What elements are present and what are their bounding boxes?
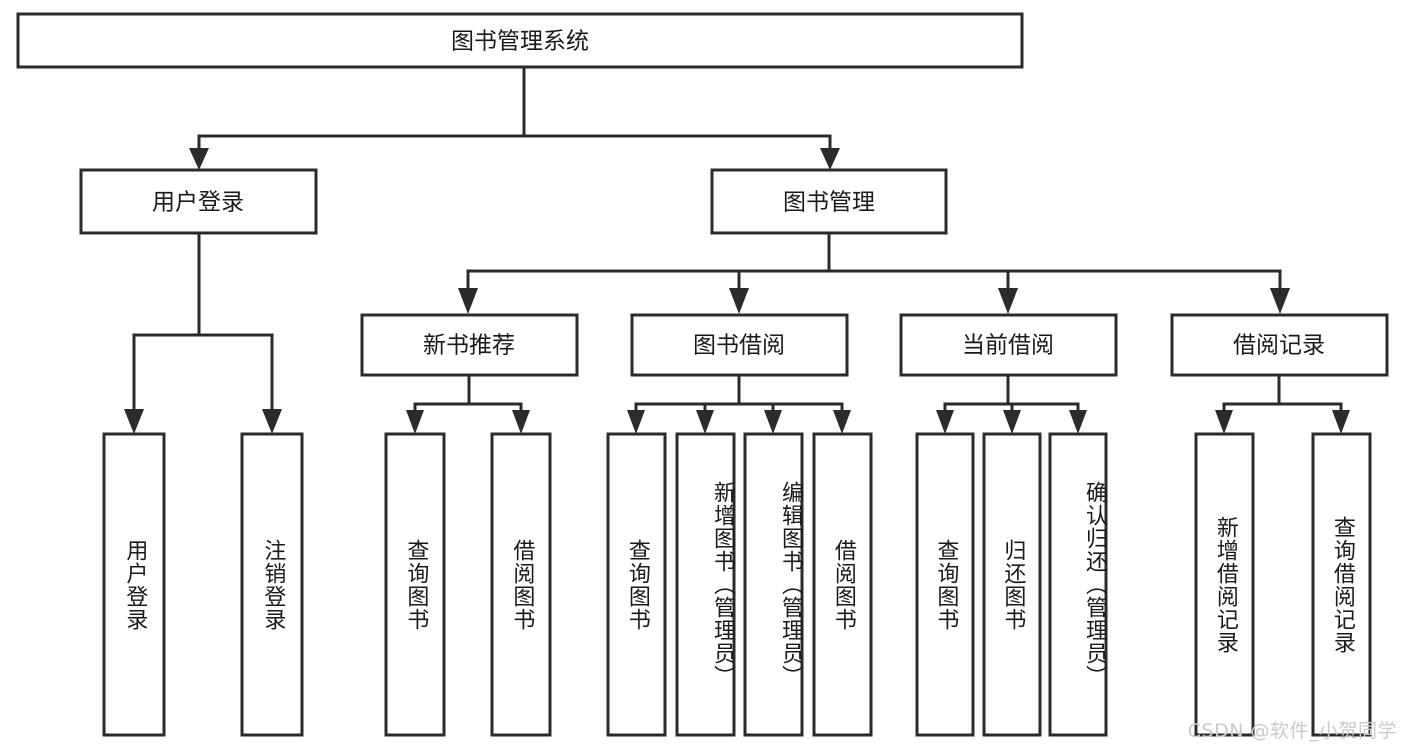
leaf-box-recommend-borrow-book[interactable] bbox=[490, 432, 552, 737]
arrow-head-icon bbox=[458, 288, 478, 314]
node-user-login-label: 用户登录 bbox=[152, 190, 244, 216]
node-book-management[interactable]: 图书管理 bbox=[710, 168, 948, 235]
leaf-box-current-query-book[interactable] bbox=[915, 432, 975, 737]
arrow-head-icon bbox=[124, 409, 144, 434]
arrow-head-icon bbox=[820, 148, 840, 170]
node-book-borrow-box bbox=[630, 313, 849, 377]
leaf-box-borrow-query-book[interactable] bbox=[606, 432, 667, 737]
node-book-borrow[interactable]: 图书借阅 bbox=[630, 313, 849, 377]
arrow-head-icon bbox=[764, 410, 782, 434]
leaf-box-current-return-book[interactable] bbox=[982, 432, 1042, 737]
arrow-head-icon bbox=[1215, 410, 1233, 434]
leaf-box-record-add[interactable] bbox=[1194, 432, 1255, 737]
node-book-management-box bbox=[710, 168, 948, 235]
node-user-login[interactable]: 用户登录 bbox=[79, 168, 318, 235]
leaf-box-current-confirm-return[interactable] bbox=[1048, 432, 1108, 737]
node-current-borrow-box bbox=[899, 313, 1118, 377]
node-borrow-record-box bbox=[1170, 313, 1389, 377]
leaf-box-borrow-add-book[interactable] bbox=[675, 432, 736, 737]
leaf-box-recommend-query-book[interactable] bbox=[384, 432, 446, 737]
node-current-borrow-label: 当前借阅 bbox=[962, 333, 1054, 359]
leaf-box-logout[interactable] bbox=[240, 432, 304, 737]
node-current-borrow[interactable]: 当前借阅 bbox=[899, 313, 1118, 377]
arrow-head-icon bbox=[189, 148, 209, 170]
leaf-box-record-query[interactable] bbox=[1311, 432, 1372, 737]
arrow-head-icon bbox=[936, 410, 954, 434]
arrow-head-icon bbox=[1332, 410, 1350, 434]
arrow-head-icon bbox=[262, 409, 282, 434]
node-new-book-recommend-label: 新书推荐 bbox=[423, 333, 515, 359]
node-book-management-label: 图书管理 bbox=[783, 190, 875, 216]
node-borrow-record[interactable]: 借阅记录 bbox=[1170, 313, 1389, 377]
arrow-head-icon bbox=[833, 410, 851, 434]
arrow-head-icon bbox=[729, 288, 749, 314]
leaf-box-borrow-edit-book[interactable] bbox=[743, 432, 804, 737]
node-new-book-recommend-box bbox=[360, 313, 579, 377]
node-borrow-record-label: 借阅记录 bbox=[1233, 333, 1325, 359]
leaf-box-user-login[interactable] bbox=[102, 432, 166, 737]
arrow-head-icon bbox=[998, 288, 1018, 314]
node-book-borrow-label: 图书借阅 bbox=[693, 333, 785, 359]
node-root[interactable]: 图书管理系统 bbox=[16, 12, 1024, 69]
leaf-box-borrow-borrow-book[interactable] bbox=[812, 432, 873, 737]
arrow-head-icon bbox=[406, 410, 424, 434]
watermark: CSDN @软件_小贺同学 bbox=[1187, 720, 1397, 742]
node-new-book-recommend[interactable]: 新书推荐 bbox=[360, 313, 579, 377]
arrow-head-icon bbox=[1270, 288, 1290, 314]
node-root-label: 图书管理系统 bbox=[451, 29, 589, 55]
arrow-head-icon bbox=[1069, 410, 1087, 434]
node-root-box bbox=[16, 12, 1024, 69]
arrow-head-icon bbox=[627, 410, 645, 434]
arrow-head-icon bbox=[1003, 410, 1021, 434]
arrow-head-icon bbox=[512, 410, 530, 434]
arrow-head-icon bbox=[696, 410, 714, 434]
